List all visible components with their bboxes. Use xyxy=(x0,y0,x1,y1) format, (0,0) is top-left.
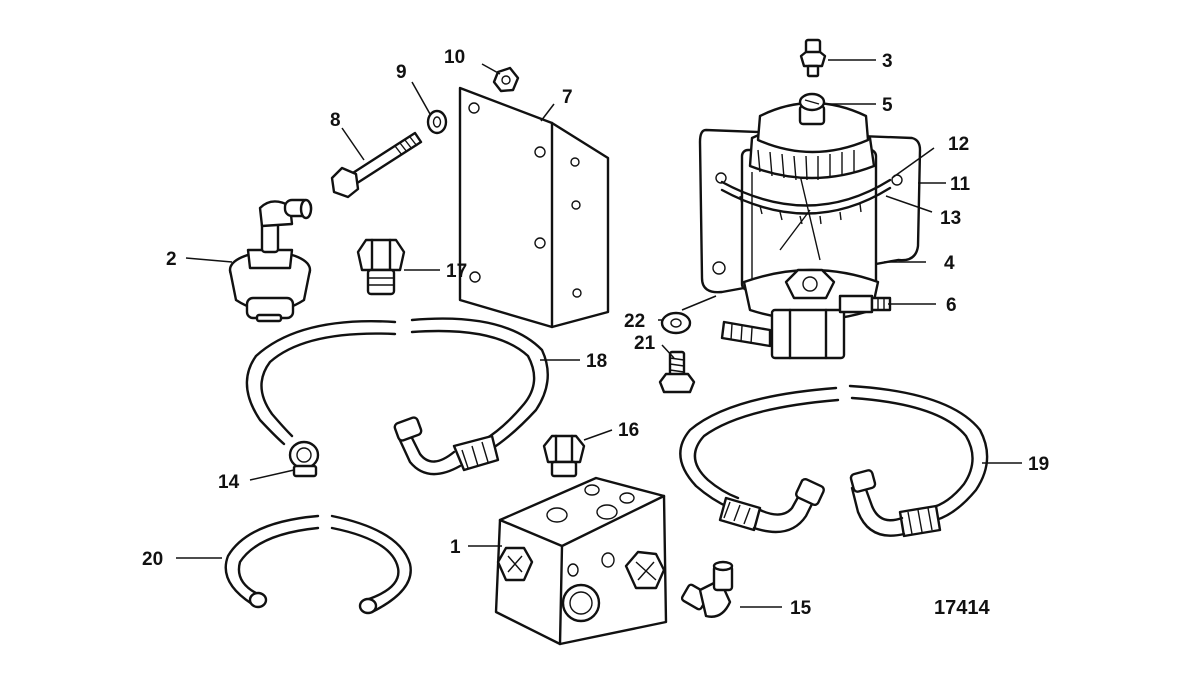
fitting xyxy=(799,38,827,78)
washer xyxy=(426,109,448,135)
elbow-fitting xyxy=(680,560,734,618)
pipe-plug xyxy=(542,434,586,478)
callout-9: 9 xyxy=(396,62,407,83)
callout-15: 15 xyxy=(790,598,812,619)
check-valve xyxy=(228,198,313,323)
sealing-washer xyxy=(660,311,692,335)
callout-20: 20 xyxy=(142,549,163,570)
callout-1: 1 xyxy=(450,537,461,558)
callout-7: 7 xyxy=(562,87,573,108)
callout-22: 22 xyxy=(624,311,645,332)
short-bolt xyxy=(658,350,696,394)
fuel-hose-right xyxy=(679,384,989,538)
mounting-bracket xyxy=(458,86,610,329)
hose-barb-fitting xyxy=(356,238,406,296)
leader-lines xyxy=(176,59,1022,608)
figure-number: 17414 xyxy=(934,597,990,619)
callout-8: 8 xyxy=(330,110,341,131)
callout-14: 14 xyxy=(218,472,240,493)
callout-18: 18 xyxy=(586,351,607,372)
callout-6: 6 xyxy=(946,295,957,316)
hose-clamp xyxy=(288,440,320,478)
callout-12: 12 xyxy=(948,134,969,155)
callout-2: 2 xyxy=(166,249,177,270)
callout-5: 5 xyxy=(882,95,893,116)
callout-3: 3 xyxy=(882,51,893,72)
nut xyxy=(492,66,520,93)
fuel-filter-assembly xyxy=(698,92,922,360)
callout-17: 17 xyxy=(446,261,467,282)
callout-4: 4 xyxy=(944,253,955,274)
callout-16: 16 xyxy=(618,420,639,441)
manifold-block xyxy=(494,476,668,646)
callout-10: 10 xyxy=(444,47,465,68)
callout-11: 11 xyxy=(950,174,971,195)
callout-labels: 1 2 3 4 5 6 7 8 9 10 11 12 13 14 15 16 1… xyxy=(142,47,1049,619)
callout-19: 19 xyxy=(1028,454,1049,475)
long-bolt xyxy=(330,131,423,199)
callout-13: 13 xyxy=(940,208,961,229)
fuel-hose-upper-left xyxy=(245,317,549,476)
callout-21: 21 xyxy=(634,333,656,354)
fuel-hose-lower-left xyxy=(224,514,412,615)
